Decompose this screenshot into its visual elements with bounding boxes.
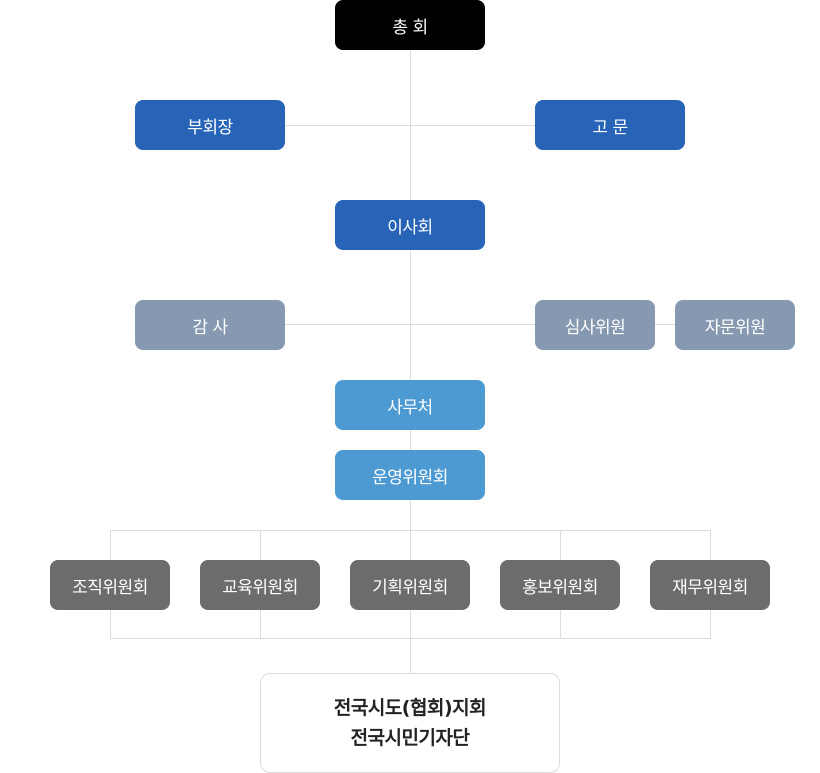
node-finance-committee: 재무위원회 — [650, 560, 770, 610]
node-label: 총 회 — [392, 17, 428, 38]
node-label: 조직위원회 — [72, 577, 148, 598]
connector-level3-horizontal — [285, 324, 675, 325]
node-label: 사무처 — [387, 397, 433, 418]
node-label: 재무위원회 — [672, 577, 748, 598]
connector-committees-bottom — [110, 638, 710, 639]
node-regional-branches: 전국시도(협회)지회 전국시민기자단 — [260, 673, 560, 773]
node-label-line1: 전국시도(협회)지회 — [333, 697, 487, 719]
node-planning-committee: 기획위원회 — [350, 560, 470, 610]
node-auditor: 감 사 — [135, 300, 285, 350]
node-education-committee: 교육위원회 — [200, 560, 320, 610]
connector-committees-top — [110, 530, 710, 531]
node-advisory-committee: 자문위원 — [675, 300, 795, 350]
node-organization-committee: 조직위원회 — [50, 560, 170, 610]
node-pr-committee: 홍보위원회 — [500, 560, 620, 610]
node-general-assembly: 총 회 — [335, 0, 485, 50]
node-label: 이사회 — [387, 217, 433, 238]
node-advisor: 고 문 — [535, 100, 685, 150]
node-board-of-directors: 이사회 — [335, 200, 485, 250]
node-label: 고 문 — [592, 117, 628, 138]
node-label: 교육위원회 — [222, 577, 298, 598]
node-label: 심사위원 — [564, 317, 626, 338]
node-label: 감 사 — [192, 317, 228, 338]
connector-level1-horizontal — [285, 125, 535, 126]
node-label: 부회장 — [187, 117, 233, 138]
node-label: 기획위원회 — [372, 577, 448, 598]
node-label-line2: 전국시민기자단 — [350, 727, 470, 749]
node-operating-committee: 운영위원회 — [335, 450, 485, 500]
connector-main-vertical — [410, 50, 411, 673]
node-label: 홍보위원회 — [522, 577, 598, 598]
node-review-committee: 심사위원 — [535, 300, 655, 350]
node-label: 운영위원회 — [372, 467, 448, 488]
node-label: 자문위원 — [704, 317, 766, 338]
node-vice-president: 부회장 — [135, 100, 285, 150]
node-secretariat: 사무처 — [335, 380, 485, 430]
